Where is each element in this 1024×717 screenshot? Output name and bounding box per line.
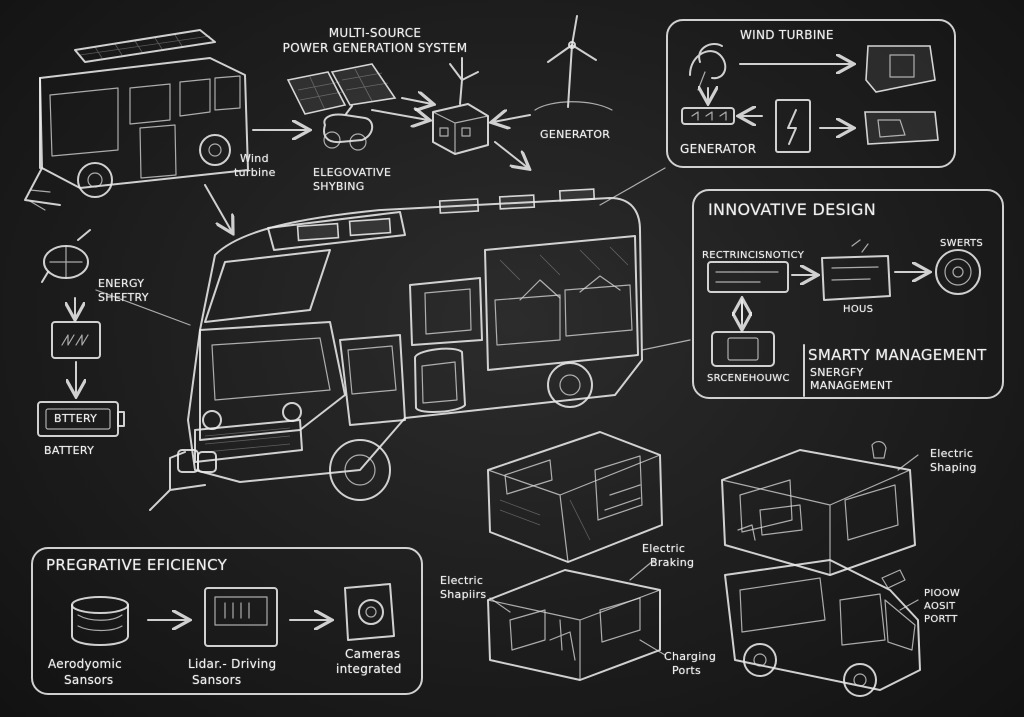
hous-label: HOUS: [843, 304, 874, 315]
multi-source-label: MULTI-SOURCE: [328, 26, 422, 40]
innovative-design-panel: [692, 189, 1004, 399]
wind-turbine-panel-title: WIND TURBINE: [740, 28, 834, 42]
aero-label-1: Aerodyomic: [48, 657, 123, 671]
cameras-label-2: integrated: [336, 662, 402, 676]
energy-battery-illustration: [37, 229, 191, 437]
wind-turbine-left-label-2: turbine: [234, 166, 276, 179]
pioow-label-2: AOSIT: [924, 601, 956, 612]
trailer-illustration: [24, 29, 249, 211]
swerts-label: SWERTS: [940, 238, 984, 249]
pregrative-efficiency-title: PREGRATIVE EFICIENCY: [46, 556, 228, 574]
electric-shapiirs-label-2: Shapiirs: [440, 588, 487, 601]
snergfy-label-2: MANAGEMENT: [810, 379, 893, 392]
elegovative-label-2: SHYBING: [313, 180, 365, 193]
charging-label-2: Ports: [672, 664, 702, 677]
charging-label-1: Charging: [664, 650, 717, 663]
electric-braking-label-2: Braking: [650, 556, 695, 569]
electric-braking-label-1: Electric: [642, 542, 686, 555]
motorhome-illustration: [149, 167, 691, 511]
pregrative-efficiency-panel: [31, 547, 423, 695]
electric-shaping-label-2: Shaping: [930, 461, 977, 474]
wind-turbine-panel: [666, 19, 956, 168]
smarty-management-label: SMARTY MANAGEMENT: [808, 346, 987, 364]
generator-panel-label: GENERATOR: [680, 142, 757, 156]
energy-label-2: SHEFTRY: [98, 291, 149, 304]
pioow-label-1: PIOOW: [924, 588, 961, 599]
cameras-label-1: Cameras: [345, 647, 401, 661]
lidar-label-1: Lidar.- Driving: [188, 657, 277, 671]
battery-label: BATTERY: [44, 444, 95, 457]
electric-shaping-label-1: Electric: [930, 447, 974, 460]
sreneuuwc-label: SRCENEHOUWC: [707, 373, 790, 384]
pioow-label-3: PORTT: [924, 614, 958, 625]
interior-cutaway-illustrations: [487, 431, 921, 697]
electric-shapiirs-label-1: Electric: [440, 574, 484, 587]
innovative-design-title: INNOVATIVE DESIGN: [708, 200, 876, 219]
power-generation-label: POWER GENERATION SYSTEM: [282, 41, 468, 55]
rectrincsnoticy-label: RECTRINCISNOTICY: [702, 250, 805, 261]
snergfy-label-1: SNERGFY: [810, 366, 864, 379]
lidar-label-2: Sansors: [192, 673, 242, 687]
aero-label-2: Sansors: [64, 673, 114, 687]
wind-turbine-left-label-1: Wind: [240, 152, 269, 165]
power-generation-illustration: [204, 15, 613, 232]
elegovative-label-1: ELEGOVATIVE: [313, 166, 392, 179]
energy-label-1: ENERGY: [98, 277, 145, 290]
generator-top-label: GENERATOR: [540, 128, 611, 141]
battery-box-label: BTTERY: [54, 412, 98, 425]
